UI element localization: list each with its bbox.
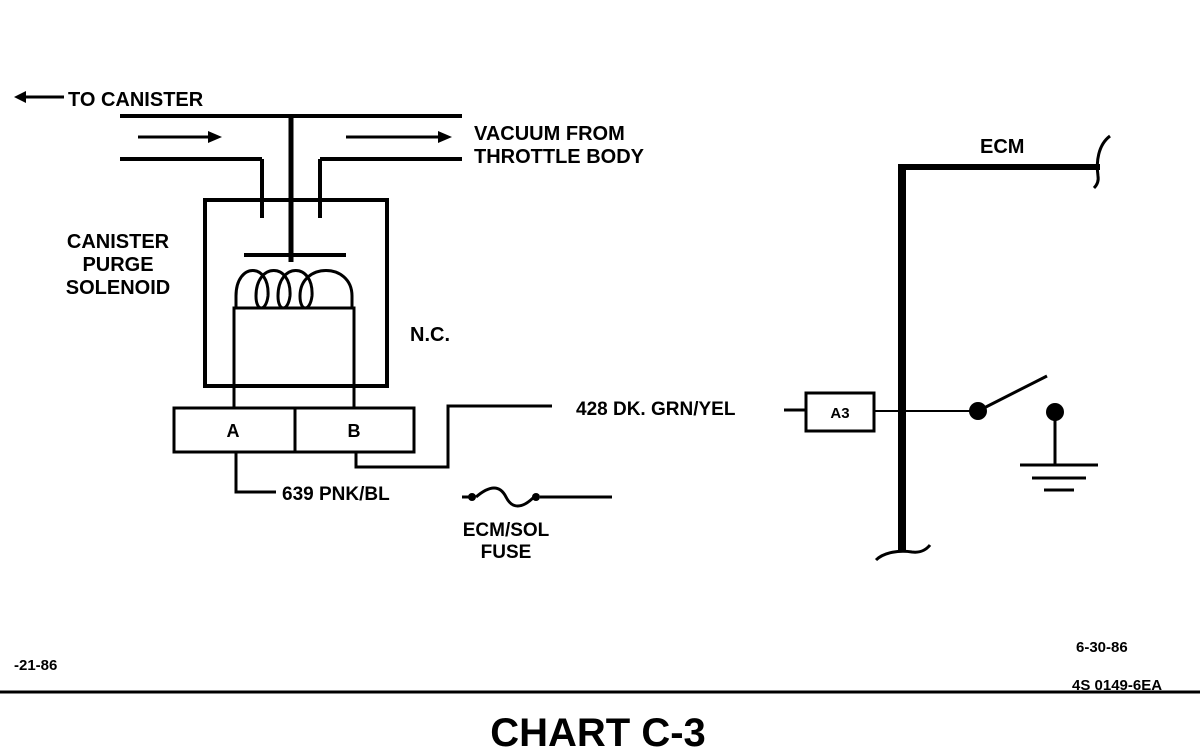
flow-arrow-left — [138, 131, 222, 143]
fuse-label-line1: ECM/SOL — [463, 520, 550, 541]
terminal-b-label: B — [348, 421, 361, 441]
ground-icon — [1020, 463, 1098, 492]
nc-label: N.C. — [410, 324, 450, 346]
wire-639-label: 639 PNK/BL — [282, 484, 390, 505]
solenoid-label-line3: SOLENOID — [66, 277, 170, 299]
ecm-boundary — [874, 134, 1111, 562]
wire-428 — [354, 404, 552, 469]
ecm-switch — [969, 374, 1064, 465]
chart-title: CHART C-3 — [490, 711, 706, 752]
solenoid-housing — [203, 198, 389, 388]
to-canister-arrow — [14, 91, 64, 103]
vacuum-label-line1: VACUUM FROM — [474, 123, 625, 145]
solenoid-label-line2: PURGE — [82, 254, 153, 276]
date-left: -21-86 — [14, 657, 57, 674]
solenoid-label-line1: CANISTER — [67, 231, 170, 253]
vacuum-lines — [120, 114, 462, 262]
coil-lead-frame — [232, 306, 356, 410]
flow-arrow-right — [346, 131, 452, 143]
terminal-a-label: A — [227, 421, 240, 441]
ecm-sol-fuse — [462, 486, 612, 508]
to-canister-label: TO CANISTER — [68, 89, 204, 111]
fuse-label-line2: FUSE — [481, 542, 532, 563]
ref-code: 4S 0149-6EA — [1072, 677, 1162, 694]
wire-639 — [234, 452, 276, 494]
solenoid-coil — [234, 269, 354, 310]
vacuum-label-line2: THROTTLE BODY — [474, 146, 645, 168]
connector-a3-label: A3 — [830, 405, 849, 422]
ecm-label: ECM — [980, 136, 1024, 158]
wire-428-label: 428 DK. GRN/YEL — [576, 399, 736, 420]
date-right: 6-30-86 — [1076, 639, 1128, 656]
